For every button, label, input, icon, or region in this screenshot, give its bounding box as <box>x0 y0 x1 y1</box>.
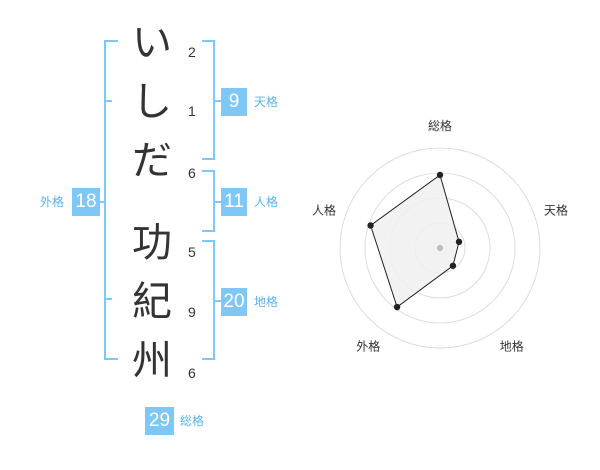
gaikaku-bracket-tick-1 <box>104 100 112 102</box>
radar-point-3 <box>449 262 457 269</box>
radar-axis-label-5: 人格 <box>312 202 336 217</box>
soukaku-badge: 29 <box>145 407 174 435</box>
stroke-count-3: 6 <box>188 165 196 181</box>
radar-point-1 <box>436 171 444 179</box>
jinkaku-bracket-bottom <box>202 230 215 232</box>
name-char-6: 州 <box>132 338 172 384</box>
tenkaku-connector <box>213 100 221 102</box>
radar-axis-label-2: 天格 <box>544 202 568 217</box>
name-char-1: い <box>132 20 172 66</box>
stroke-count-4: 5 <box>188 244 196 260</box>
jinkaku-label: 人格 <box>254 195 279 209</box>
gaikaku-label: 外格 <box>40 195 65 209</box>
gaikaku-bracket-top <box>104 40 118 42</box>
soukaku-label: 総格 <box>180 414 205 428</box>
chikaku-bracket-top <box>202 240 215 242</box>
tenkaku-bracket-bottom <box>202 158 215 160</box>
chikaku-badge: 20 <box>221 288 247 316</box>
radar-axis-label-3: 地格 <box>500 339 524 354</box>
jinkaku-bracket-top <box>202 170 215 172</box>
name-char-2: し <box>132 79 172 125</box>
tenkaku-badge: 9 <box>221 88 247 116</box>
gaikaku-bracket-bottom <box>104 358 118 360</box>
name-char-4: 功 <box>132 220 172 266</box>
chikaku-connector <box>213 300 221 302</box>
tenkaku-label: 天格 <box>254 95 279 109</box>
radar-point-5 <box>367 222 374 229</box>
stroke-count-1: 2 <box>188 44 196 60</box>
stroke-count-5: 9 <box>188 304 196 320</box>
name-char-5: 紀 <box>132 279 172 325</box>
radar-point-2 <box>455 238 463 246</box>
radar-point-4 <box>393 303 401 311</box>
jinkaku-connector <box>213 201 221 203</box>
stroke-count-6: 6 <box>188 365 196 381</box>
radar-axis-label-4: 外格 <box>356 339 380 354</box>
stroke-count-2: 1 <box>188 103 196 119</box>
chikaku-label: 地格 <box>254 295 279 309</box>
radar-center-dot <box>437 245 443 251</box>
jinkaku-badge: 11 <box>221 188 247 216</box>
gaikaku-bracket-tick-2 <box>104 298 112 300</box>
gaikaku-connector <box>98 201 106 203</box>
radar-axis-label-1: 総格 <box>428 118 452 133</box>
name-char-3: だ <box>132 138 172 184</box>
gaikaku-bracket-vertical <box>104 40 106 360</box>
radar-ring-4 <box>339 147 541 349</box>
tenkaku-bracket-top <box>202 40 215 42</box>
radar-area <box>369 174 460 308</box>
chikaku-bracket-bottom <box>202 358 215 360</box>
gaikaku-badge: 18 <box>72 188 100 216</box>
